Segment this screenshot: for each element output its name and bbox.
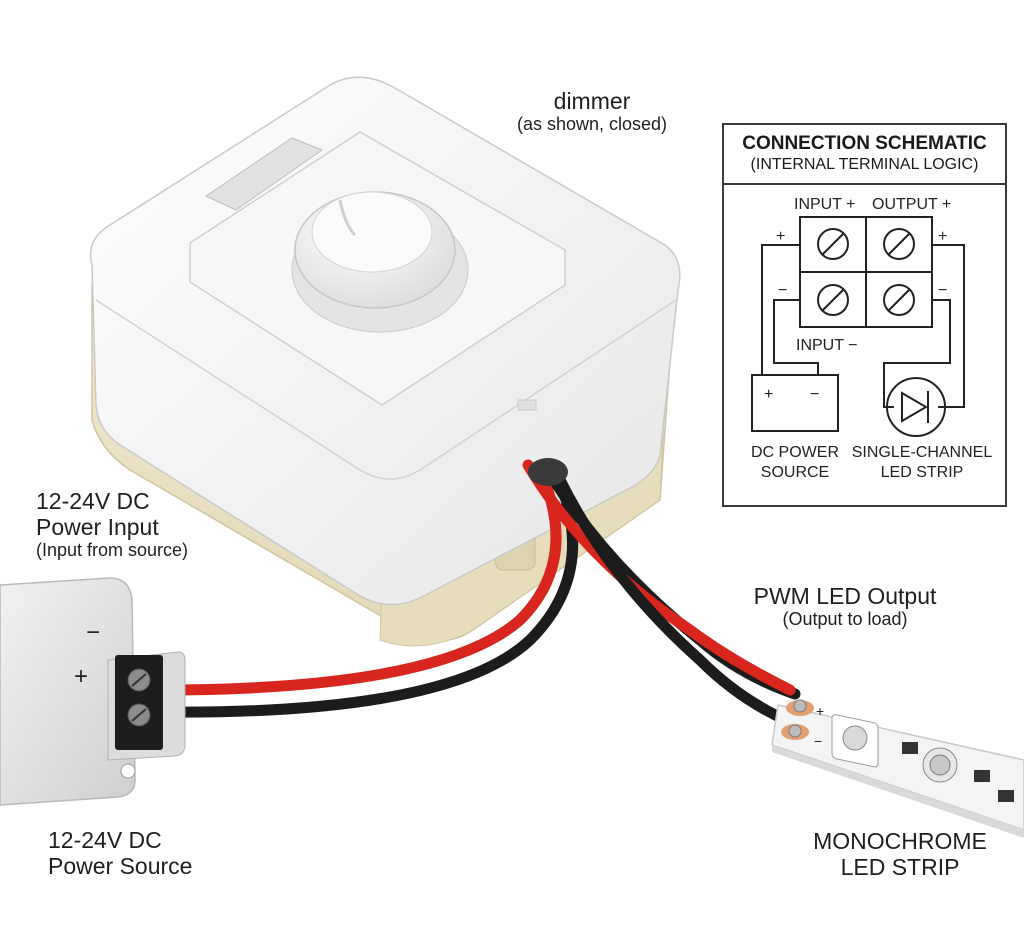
terminal-screw bbox=[817, 284, 849, 316]
led-strip-line1-schem: SINGLE-CHANNEL bbox=[852, 444, 993, 461]
terminal-screw bbox=[817, 228, 849, 260]
pwm-output-label: PWM LED Output (Output to load) bbox=[740, 583, 950, 630]
wires bbox=[154, 458, 801, 728]
schematic-subtitle: (INTERNAL TERMINAL LOGIC) bbox=[750, 156, 979, 173]
power-input-line1: 12-24V DC bbox=[36, 488, 150, 514]
power-input-line2: Power Input bbox=[36, 514, 159, 540]
output-plus-label: OUTPUT + bbox=[872, 196, 951, 213]
led-strip-label: MONOCHROME LED STRIP bbox=[800, 828, 1000, 880]
battery-plus: + bbox=[764, 386, 773, 403]
connection-schematic: CONNECTION SCHEMATIC (INTERNAL TERMINAL … bbox=[722, 123, 1007, 507]
schematic-wiring bbox=[761, 244, 965, 408]
power-source-label: 12-24V DC Power Source bbox=[48, 827, 268, 879]
power-input-note: (Input from source) bbox=[36, 540, 189, 560]
schematic-plus-left: + bbox=[776, 228, 785, 245]
dimmer-label: dimmer (as shown, closed) bbox=[492, 88, 692, 135]
dimmer-label-title: dimmer bbox=[553, 88, 631, 114]
terminal-screw bbox=[883, 284, 915, 316]
input-plus-label: INPUT + bbox=[794, 196, 856, 213]
resistor bbox=[902, 742, 1014, 802]
led-strip bbox=[771, 699, 1024, 838]
terminal-block bbox=[799, 216, 933, 328]
led-chip bbox=[922, 747, 958, 783]
terminal-screw bbox=[883, 228, 915, 260]
schematic-header: CONNECTION SCHEMATIC (INTERNAL TERMINAL … bbox=[724, 125, 1005, 185]
schematic-plus-right: + bbox=[938, 228, 947, 245]
schematic-minus-right: − bbox=[938, 282, 947, 299]
dimmer-label-note: (as shown, closed) bbox=[516, 114, 668, 134]
schematic-minus-left: − bbox=[778, 282, 787, 299]
power-source-line1: 12-24V DC bbox=[48, 827, 162, 853]
schematic-drawing: + − INPUT + OUTPUT + INPUT − + − + − DC … bbox=[751, 196, 993, 481]
strip-minus-label: − bbox=[814, 733, 822, 749]
schematic-title: CONNECTION SCHEMATIC bbox=[742, 133, 987, 154]
dc-power-line2: SOURCE bbox=[761, 464, 829, 481]
pwm-output-note: (Output to load) bbox=[782, 609, 908, 629]
battery-minus: − bbox=[810, 386, 819, 403]
battery-symbol bbox=[751, 374, 839, 432]
led-diode-symbol bbox=[886, 377, 946, 437]
dc-power-line1: DC POWER bbox=[751, 444, 839, 461]
led-strip-line1: MONOCHROME bbox=[813, 828, 987, 854]
source-plus-label: + bbox=[74, 663, 88, 690]
power-source-box bbox=[0, 577, 186, 806]
led-strip-line2: LED STRIP bbox=[840, 854, 960, 880]
input-minus-label: INPUT − bbox=[796, 337, 858, 354]
strip-plus-label: + bbox=[816, 703, 824, 719]
source-minus-label: − bbox=[86, 619, 100, 646]
power-input-label: 12-24V DC Power Input (Input from source… bbox=[36, 488, 296, 561]
pwm-output-title: PWM LED Output bbox=[753, 583, 937, 609]
power-source-line2: Power Source bbox=[48, 853, 193, 879]
led-strip-line2-schem: LED STRIP bbox=[881, 464, 964, 481]
led-chip bbox=[831, 714, 879, 768]
